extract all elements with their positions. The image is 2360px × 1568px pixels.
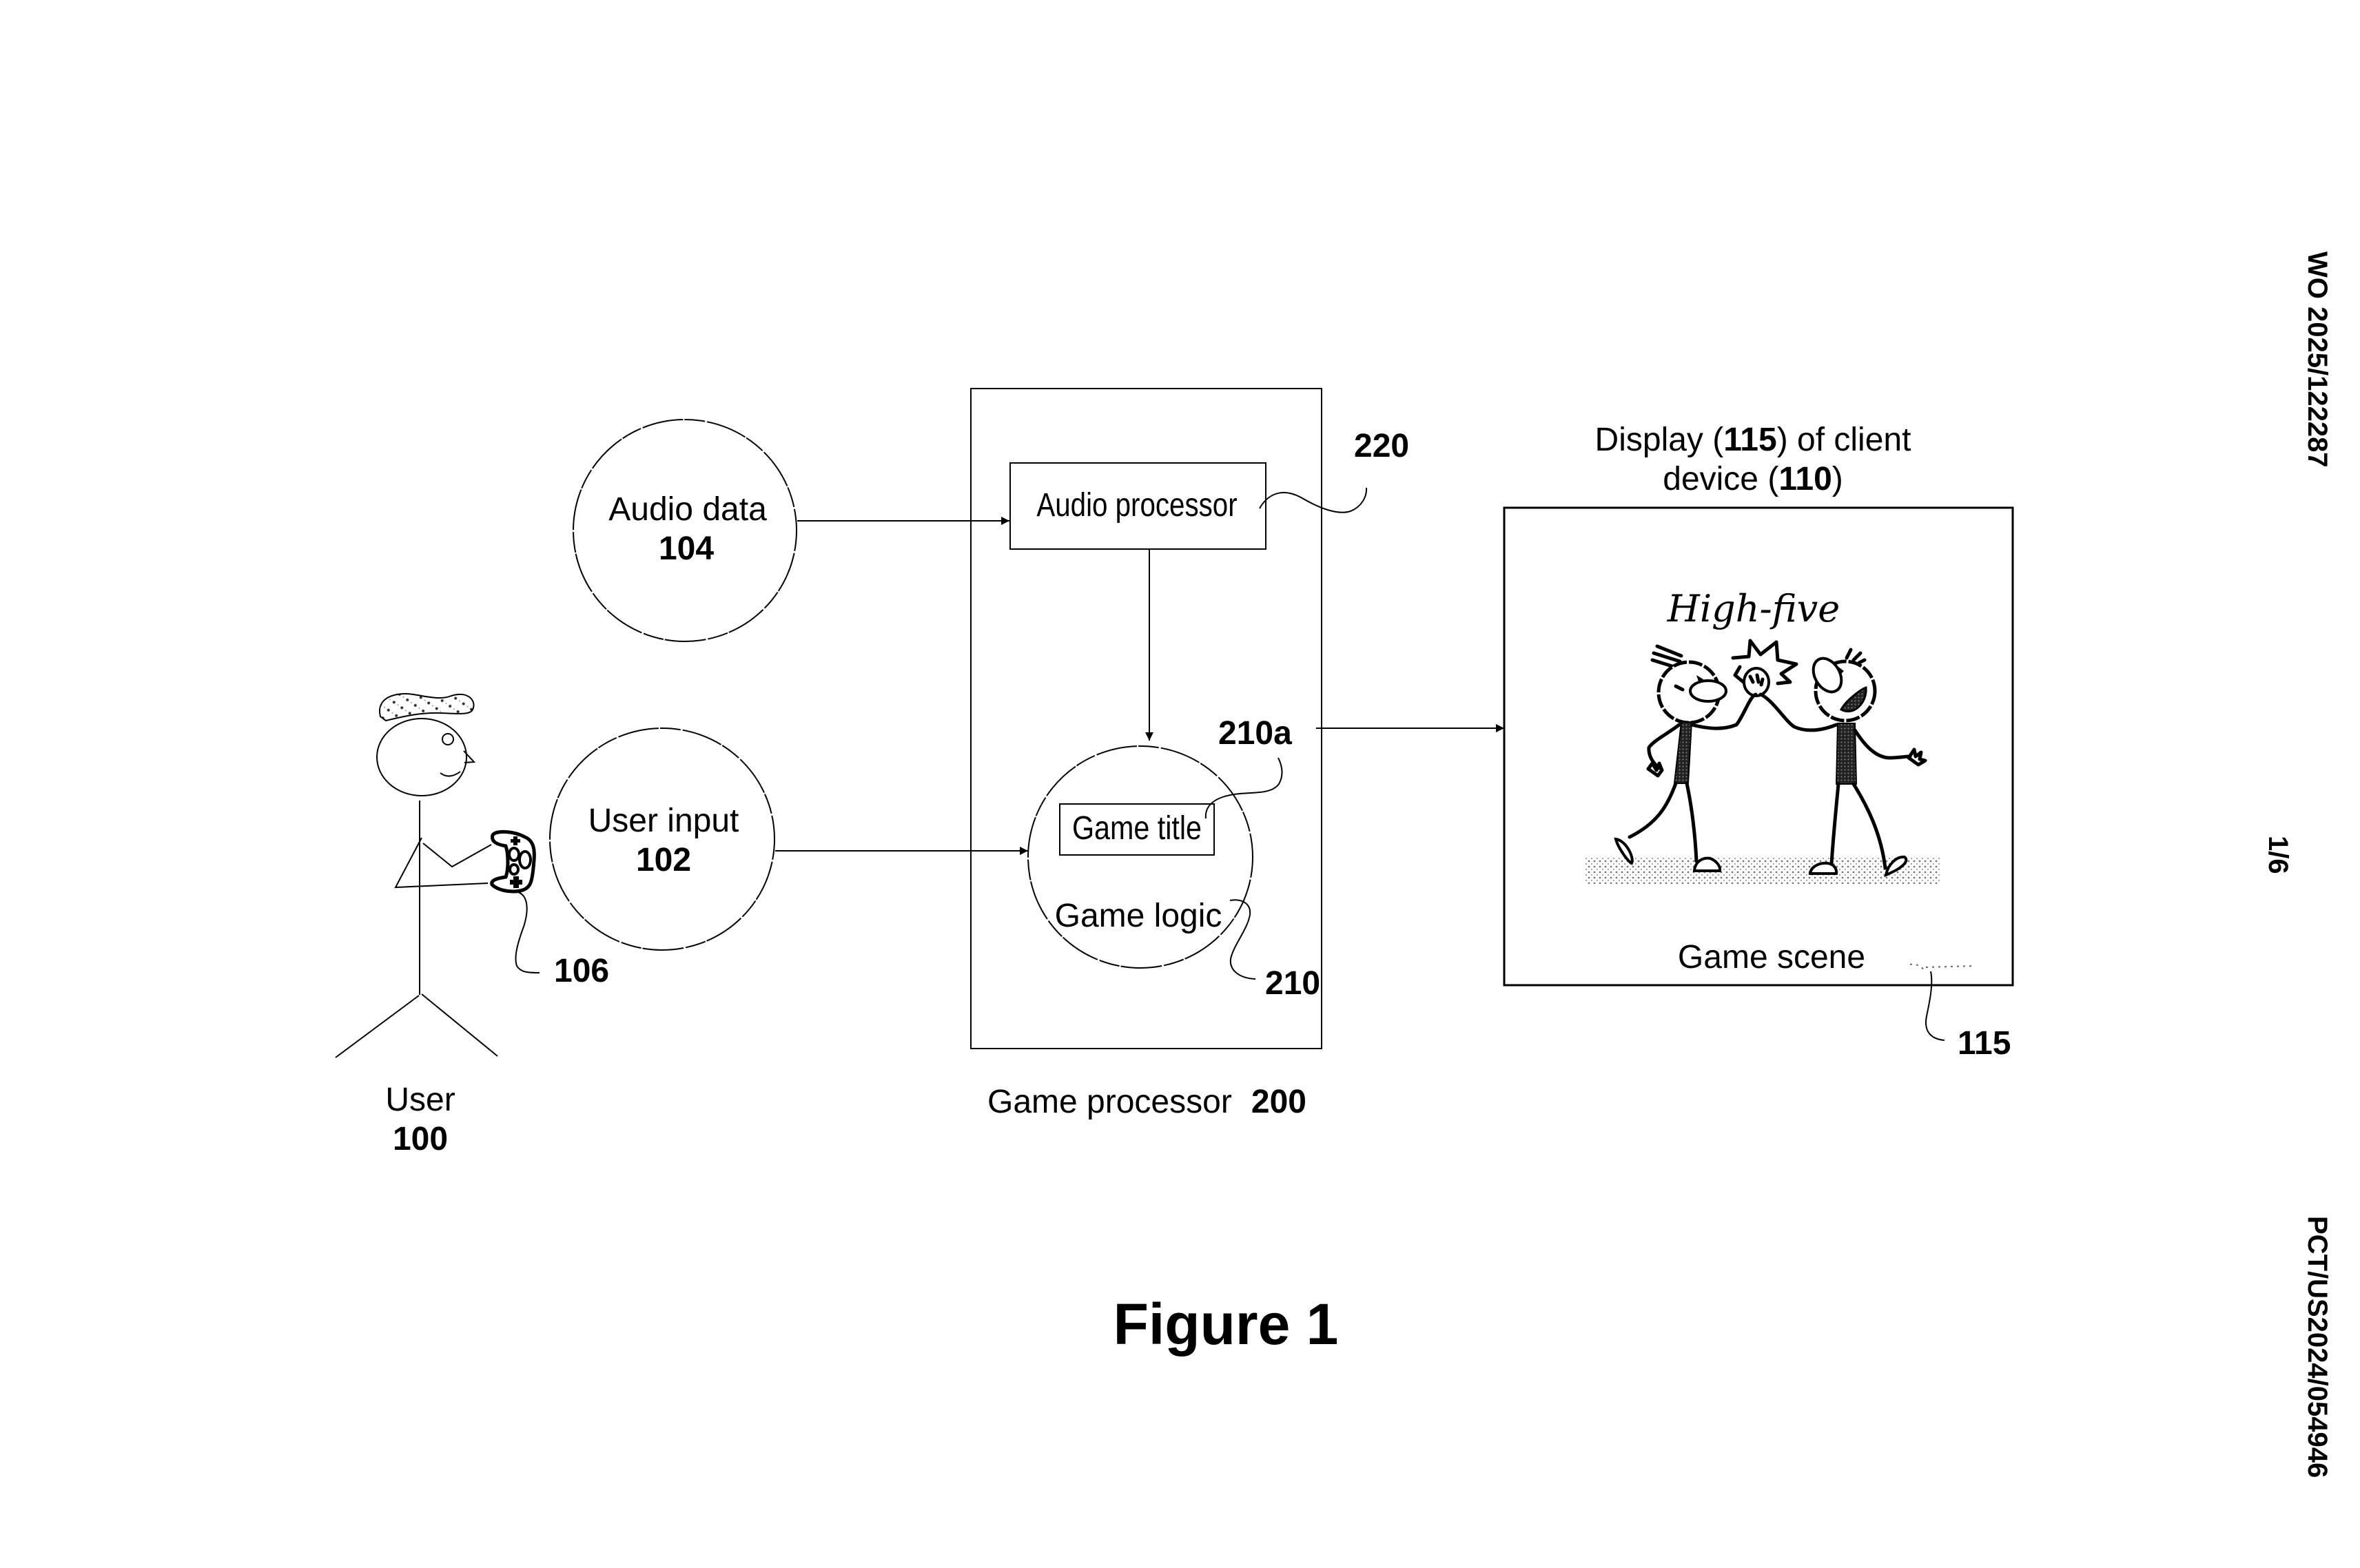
gamepad-icon [490,830,536,894]
game-title-box [1059,803,1215,856]
smile [440,771,461,777]
nose [463,750,476,763]
ref-106: 106 [554,953,609,989]
game-logic-label: Game logic [1055,898,1222,934]
user-input-node: User input 102 [549,728,775,951]
display-title-line1: Display (115) of client [1595,422,1911,458]
audio-data-ref: 104 [659,530,714,567]
game-processor-label: Game processor [987,1084,1232,1120]
publication-number: WO 2025/122287 [2302,251,2332,468]
user-input-circle [549,728,775,951]
leader-210 [1229,899,1256,980]
ref-210a: 210a [1218,715,1292,752]
character-right [1758,648,1927,878]
game-scene-caption: Game scene [1678,939,1865,976]
cap [378,693,475,722]
head [376,718,467,796]
display-title-line2: device (110) [1663,461,1843,497]
user-label: User [385,1082,455,1118]
application-number: PCT/US2024/054946 [2302,1216,2332,1478]
user-figure [335,693,498,1058]
audio-data-label: Audio data [608,491,767,528]
arm-upper [422,843,492,868]
game-processor-ref: 200 [1251,1084,1306,1120]
user-input-ref: 102 [636,842,691,878]
game-logic-circle [1027,745,1253,969]
eye [442,733,454,745]
audio-processor-label: Audio processor [1036,487,1237,524]
leader-106 [515,891,540,973]
impact-star-icon [1731,639,1798,685]
display-screen: High-five [1503,506,2014,987]
sheet-number: 1/6 [2263,836,2293,874]
leader-115-dotted [1909,963,1975,972]
meeting-hands [1743,667,1770,697]
leader-210a [1204,757,1283,819]
character-left [1614,644,1758,872]
figure-caption: Figure 1 [1114,1292,1339,1356]
leg-left [335,995,420,1058]
game-processor-box [970,388,1322,1049]
ground [1585,856,1940,884]
audio-data-node: Audio data 104 [573,419,797,642]
display-box [1503,506,2014,987]
leader-115 [1925,971,1945,1041]
arm-lower [394,837,489,889]
game-title-label: Game title [1072,809,1202,847]
ref-115: 115 [1958,1025,2011,1062]
user-input-label: User input [588,803,739,839]
audio-data-circle [573,419,797,642]
game-processor: Audio processor 220 Game title Game logi… [970,388,1409,1049]
user-ref: 100 [393,1121,448,1157]
ref-220: 220 [1354,428,1409,464]
leg-right [421,993,498,1057]
audio-processor-box [1009,462,1266,550]
leader-220 [1259,487,1368,513]
scene-text-high-five: High-five [1667,587,1840,630]
ref-210: 210 [1265,965,1320,1002]
